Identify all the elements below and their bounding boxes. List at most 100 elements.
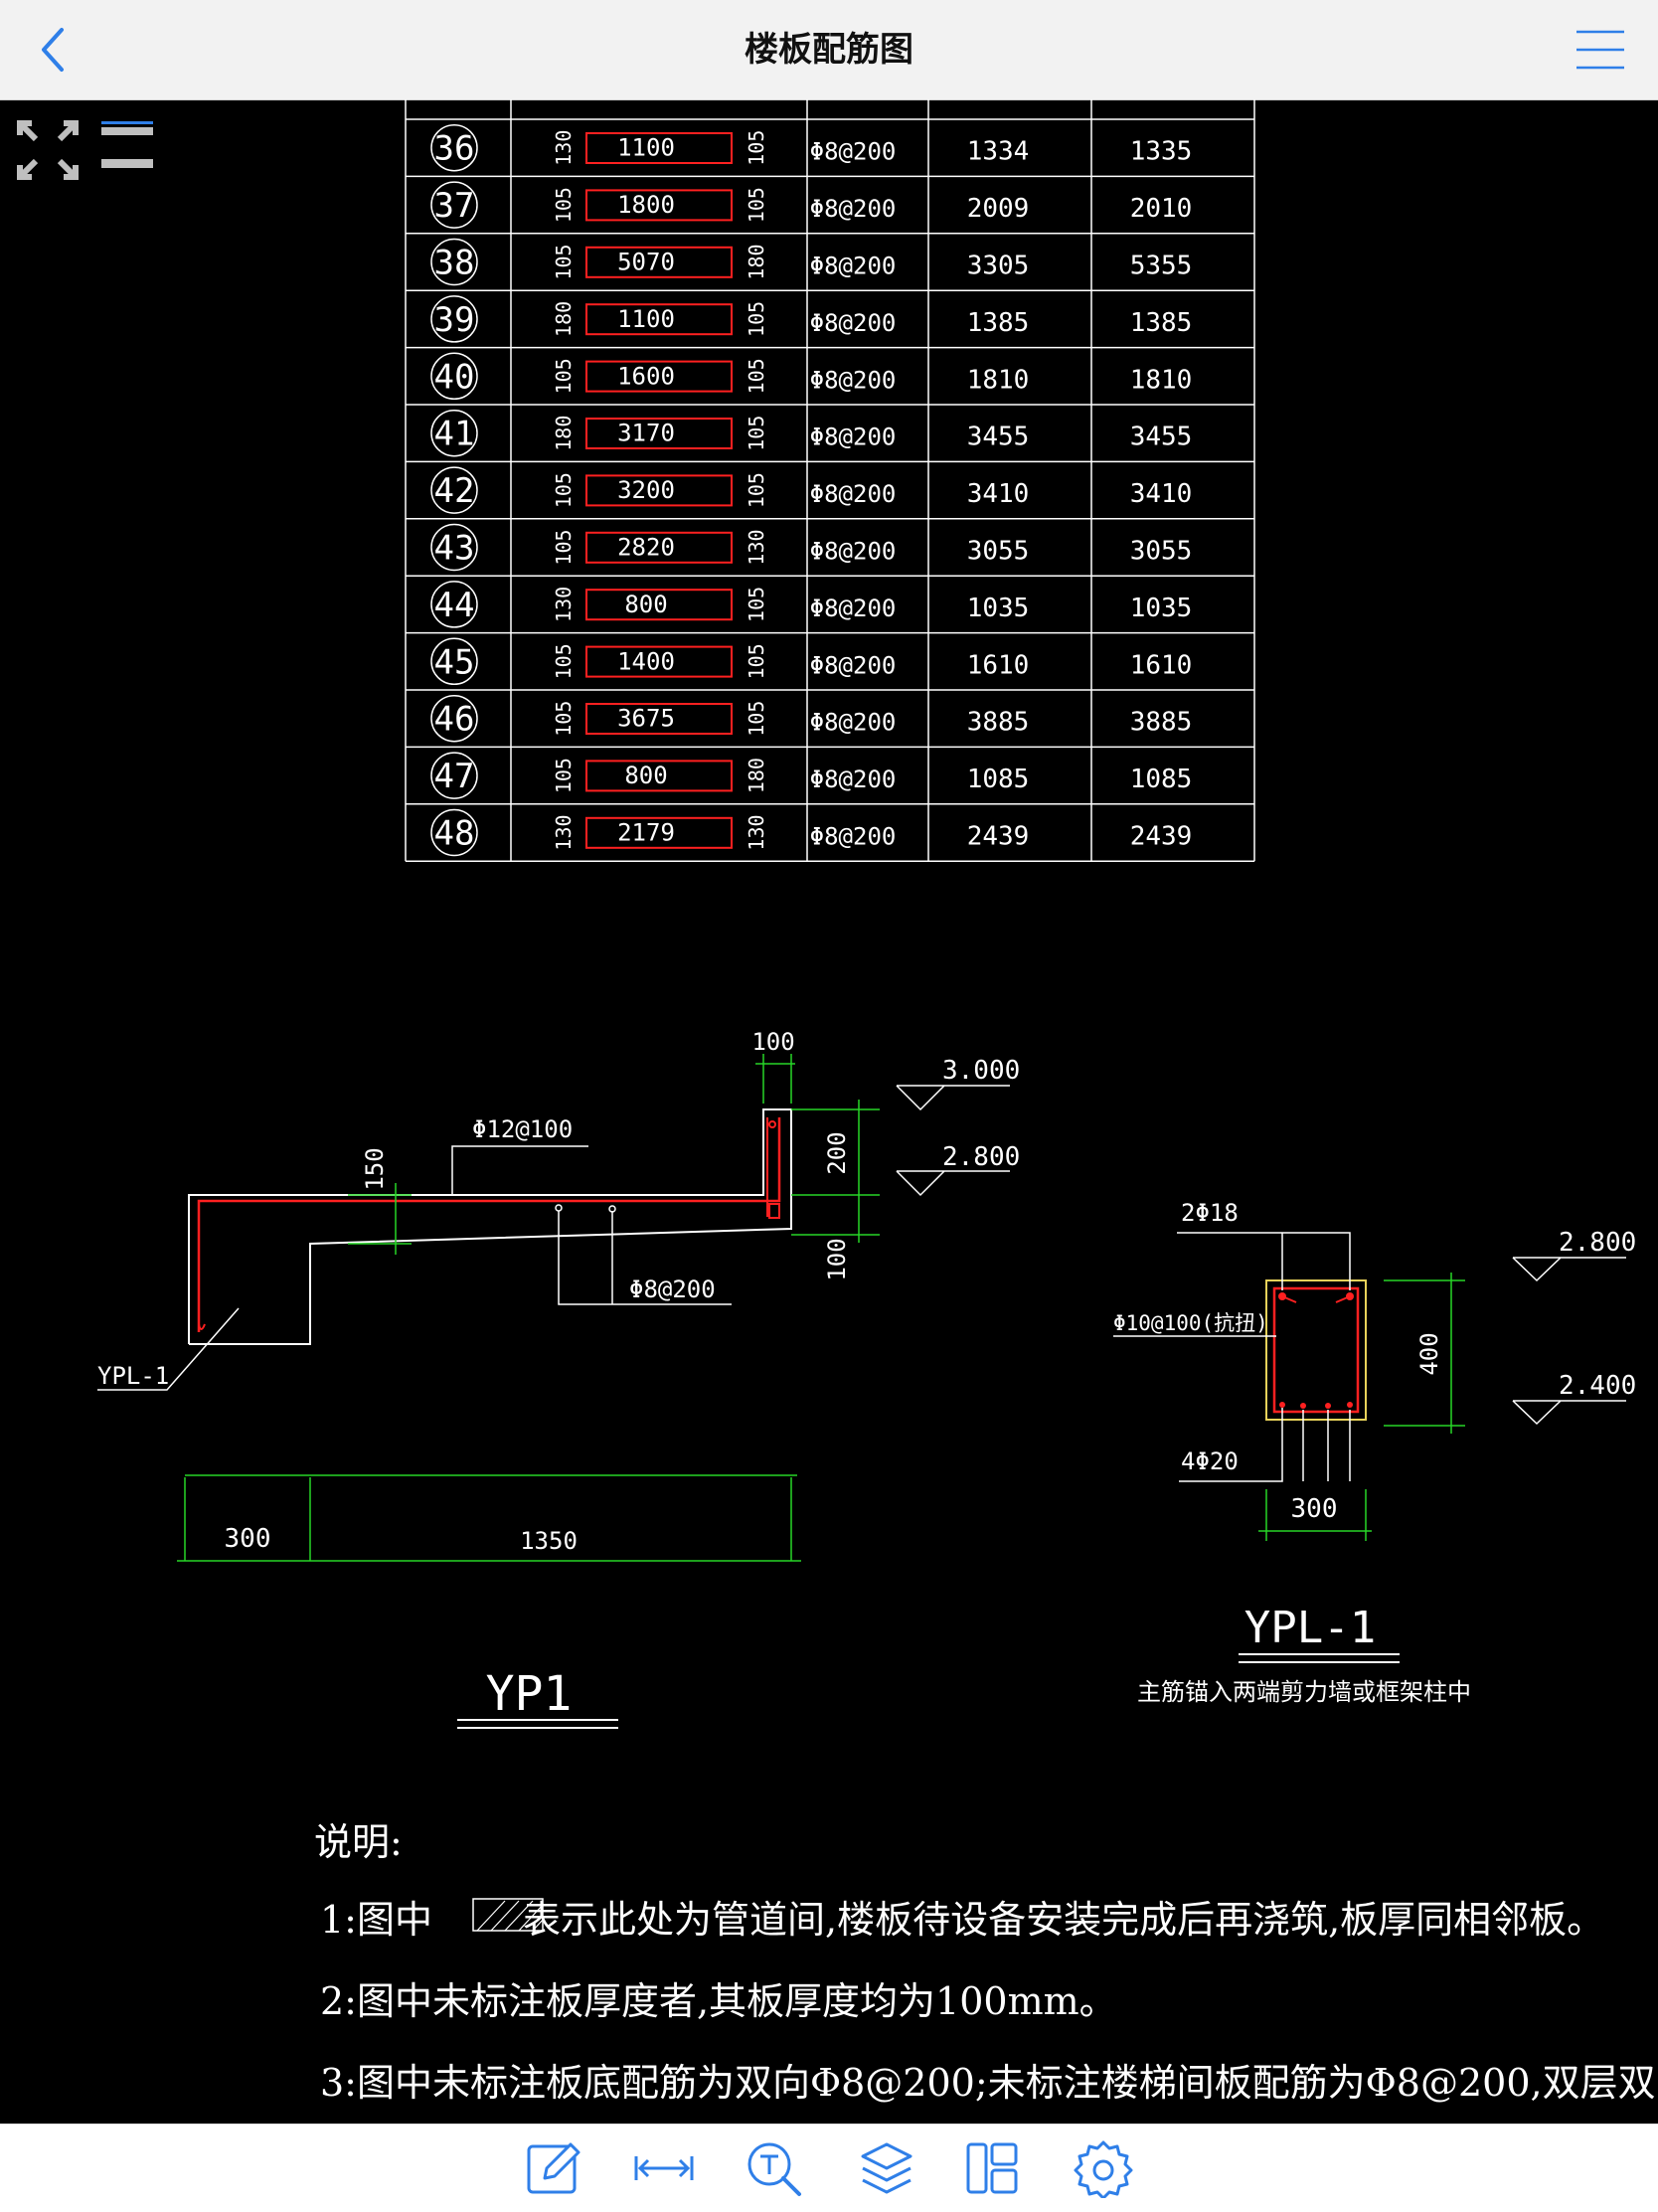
- length-a: 3455: [967, 423, 1030, 452]
- left-hook-length: 105: [552, 758, 576, 793]
- ypl1-section-detail: 2Φ18 Φ10@100(抗扭) 4Φ20 400 300 2.800 2.40…: [1113, 1199, 1636, 1706]
- length-b: 3885: [1130, 708, 1193, 738]
- bar-length: 5070: [617, 249, 675, 276]
- top-bars-label: 2Φ18: [1181, 1199, 1239, 1227]
- right-hook-length: 105: [745, 701, 768, 737]
- row-number-circle: [430, 694, 478, 743]
- top-bar: 楼板配筋图: [0, 0, 1658, 100]
- back-button[interactable]: [28, 22, 83, 78]
- row-number: 42: [434, 471, 475, 511]
- bar-spec: Φ8@200: [810, 709, 897, 737]
- dim-300-section-label: 300: [1291, 1494, 1338, 1524]
- fullscreen-toggle-button[interactable]: [17, 120, 79, 180]
- length-b: 2439: [1130, 822, 1193, 852]
- left-hook-length: 105: [552, 701, 576, 737]
- bar-spec: Φ8@200: [810, 424, 897, 451]
- dim-100-label: 100: [751, 1028, 794, 1056]
- bar-length: 3170: [617, 420, 675, 447]
- measure-button[interactable]: [632, 2138, 696, 2198]
- rebar-shape: [585, 132, 733, 164]
- layer-list-toggle-button[interactable]: [101, 121, 153, 168]
- length-b: 1085: [1130, 765, 1193, 794]
- bar-spec: Φ8@200: [810, 309, 897, 337]
- note-3: 3:图中未标注板底配筋为双向Φ8@200;未标注楼梯间板配筋为Φ8@200,双层…: [320, 2061, 1658, 2105]
- row-number-circle: [430, 637, 478, 686]
- ypl1-subtitle: 主筋锚入两端剪力墙或框架柱中: [1137, 1678, 1471, 1706]
- bar-length: 3200: [617, 476, 675, 504]
- length-b: 3455: [1130, 423, 1193, 452]
- length-b: 1035: [1130, 594, 1193, 623]
- layout-button[interactable]: [962, 2138, 1026, 2198]
- layers-button[interactable]: [855, 2138, 918, 2198]
- right-hook-length: 105: [745, 587, 768, 622]
- rebar-shape: [585, 303, 733, 336]
- left-hook-length: 105: [552, 643, 576, 679]
- length-a: 1035: [967, 594, 1030, 623]
- length-a: 1810: [967, 365, 1030, 395]
- bar-spec: Φ8@200: [810, 823, 897, 851]
- text-search-button[interactable]: [744, 2138, 807, 2198]
- stirrup-label: Φ10@100(抗扭): [1113, 1311, 1268, 1335]
- rebar-shape: [585, 703, 733, 735]
- rebar-shape: [585, 589, 733, 621]
- bar-spec: Φ8@200: [810, 651, 897, 679]
- length-b: 1810: [1130, 365, 1193, 395]
- bar-length: 3675: [617, 705, 675, 733]
- elevation-2800-beam-label: 2.800: [1559, 1228, 1636, 1258]
- length-a: 1610: [967, 650, 1030, 680]
- length-a: 3885: [967, 708, 1030, 738]
- bar-spec: Φ8@200: [810, 195, 897, 223]
- row-number: 41: [434, 415, 475, 454]
- bar-length: 2820: [617, 534, 675, 562]
- bar-spec: Φ8@200: [810, 253, 897, 280]
- rebar-shape: [585, 816, 733, 849]
- left-hook-length: 105: [552, 529, 576, 565]
- yp1-section-detail: 100 3.000 2.800 200 100 Φ12@100 150 Φ8@2…: [97, 1028, 1020, 1729]
- rebar-shape: [585, 360, 733, 393]
- row-number: 38: [434, 244, 475, 283]
- beam-ypl1-label: YPL-1: [97, 1362, 169, 1390]
- right-hook-length: 180: [745, 244, 768, 279]
- length-b: 1385: [1130, 308, 1193, 338]
- left-hook-length: 105: [552, 187, 576, 223]
- row-number: 47: [434, 757, 475, 796]
- length-b: 1335: [1130, 137, 1193, 167]
- list-lines-icon: [101, 121, 153, 168]
- row-number-circle: [430, 808, 478, 857]
- bar-spec: Φ8@200: [810, 538, 897, 566]
- length-a: 1085: [967, 765, 1030, 794]
- right-hook-length: 105: [745, 358, 768, 394]
- gear-icon: [1074, 2140, 1133, 2200]
- left-hook-length: 130: [552, 814, 576, 850]
- bar-length: 1600: [617, 362, 675, 390]
- row-number: 40: [434, 357, 475, 397]
- bar-spec: Φ8@200: [810, 366, 897, 394]
- dim-200-label: 200: [823, 1131, 851, 1174]
- row-number: 48: [434, 814, 475, 854]
- row-number: 45: [434, 642, 475, 682]
- bar-spec: Φ8@200: [810, 138, 897, 166]
- settings-button[interactable]: [1072, 2138, 1135, 2200]
- dim-400-label: 400: [1415, 1332, 1443, 1375]
- bottom-rebar-label: Φ8@200: [629, 1276, 716, 1303]
- menu-button[interactable]: [1573, 26, 1628, 74]
- row-number: 46: [434, 700, 475, 740]
- bar-length: 1100: [617, 134, 675, 162]
- annotate-button[interactable]: [523, 2138, 586, 2198]
- rebar-shape: [585, 645, 733, 678]
- dim-100b-label: 100: [823, 1238, 851, 1280]
- left-hook-length: 180: [552, 416, 576, 451]
- dim-1350-label: 1350: [520, 1527, 578, 1555]
- length-a: 1385: [967, 308, 1030, 338]
- right-hook-length: 130: [745, 529, 768, 565]
- design-notes: 说明: 1:图中 表示此处为管道间,楼板待设备安装完成后再浇筑,板厚同相邻板。 …: [314, 1820, 1658, 2105]
- row-number: 36: [434, 129, 475, 169]
